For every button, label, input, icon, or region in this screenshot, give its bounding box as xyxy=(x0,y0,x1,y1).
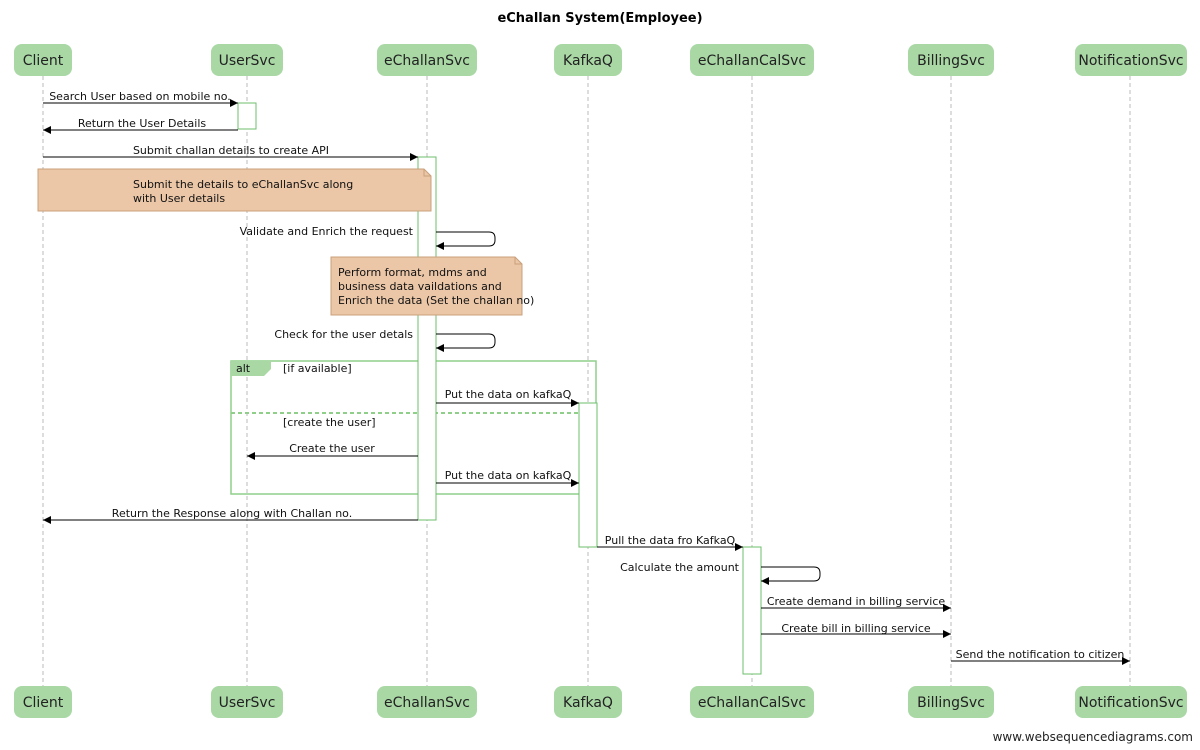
activation-echallansvc xyxy=(417,156,437,521)
message-label: Put the data on kafkaQ xyxy=(445,388,572,401)
activation-kafkaq xyxy=(578,402,598,548)
note-submit-details: Submit the details to eChallanSvc along … xyxy=(37,168,432,212)
note-validations: Perform format, mdms and business data v… xyxy=(330,256,534,316)
lifelines xyxy=(42,76,1131,686)
actor-box-client-bottom xyxy=(14,686,72,718)
actor-label-usersvc-bottom: UserSvc xyxy=(219,695,276,711)
message-labels: Search User based on mobile no. Return t… xyxy=(49,90,1124,661)
actor-label-usersvc: UserSvc xyxy=(219,53,276,69)
actor-box-notificationsvc-bottom xyxy=(1075,686,1187,718)
note-line: business data vaildations and xyxy=(338,280,502,293)
actor-box-usersvc xyxy=(211,44,283,76)
actor-box-echallancalsvc xyxy=(690,44,814,76)
actor-label-client-bottom: Client xyxy=(23,695,64,711)
activations xyxy=(237,102,762,675)
diagram-title: eChallan System(Employee) xyxy=(497,11,702,26)
message-label: Create bill in billing service xyxy=(781,622,931,635)
actor-box-billingsvc xyxy=(908,44,994,76)
message-label: Create the user xyxy=(289,442,375,455)
alt-frame: alt [if available] [create the user] xyxy=(230,360,597,495)
message-label: Check for the user detals xyxy=(274,328,413,341)
actor-box-billingsvc-bottom xyxy=(908,686,994,718)
actor-box-client xyxy=(14,44,72,76)
actor-label-echallancalsvc: eChallanCalSvc xyxy=(698,53,806,69)
activation-usersvc xyxy=(237,102,257,130)
actor-box-echallansvc-bottom xyxy=(377,686,477,718)
message-label: Put the data on kafkaQ xyxy=(445,469,572,482)
arrow-calculate-amount xyxy=(761,566,821,585)
alt-frame-tag-label: alt xyxy=(236,362,251,375)
note-line: Enrich the data (Set the challan no) xyxy=(338,294,534,307)
message-label: Pull the data fro KafkaQ xyxy=(605,534,736,547)
note-line: with User details xyxy=(133,192,225,205)
message-label: Submit challan details to create API xyxy=(133,144,329,157)
actor-box-echallansvc xyxy=(377,44,477,76)
actor-label-client: Client xyxy=(23,53,64,69)
message-label: Create demand in billing service xyxy=(767,595,946,608)
actors-top: Client UserSvc eChallanSvc KafkaQ eChall… xyxy=(14,44,1187,76)
message-label: Validate and Enrich the request xyxy=(240,225,414,238)
messages xyxy=(43,99,1130,665)
alt-frame-tag xyxy=(231,361,271,376)
note-line: Perform format, mdms and xyxy=(338,266,487,279)
actor-box-kafkaq-bottom xyxy=(554,686,622,718)
actor-label-echallancalsvc-bottom: eChallanCalSvc xyxy=(698,695,806,711)
actor-label-billingsvc-bottom: BillingSvc xyxy=(917,695,985,711)
actor-box-echallancalsvc-bottom xyxy=(690,686,814,718)
actor-label-notificationsvc-bottom: NotificationSvc xyxy=(1078,695,1183,711)
message-label: Calculate the amount xyxy=(620,561,740,574)
alt-condition-if-available: [if available] xyxy=(283,362,352,375)
actor-box-kafkaq xyxy=(554,44,622,76)
actor-label-kafkaq: KafkaQ xyxy=(563,53,613,69)
message-label: Return the User Details xyxy=(78,117,207,130)
actors-bottom: Client UserSvc eChallanSvc KafkaQ eChall… xyxy=(14,686,1187,718)
message-label: Search User based on mobile no. xyxy=(49,90,231,103)
note-line: Submit the details to eChallanSvc along xyxy=(133,178,353,191)
actor-label-notificationsvc: NotificationSvc xyxy=(1078,53,1183,69)
actor-label-echallansvc-bottom: eChallanSvc xyxy=(384,695,470,711)
actor-label-kafkaq-bottom: KafkaQ xyxy=(563,695,613,711)
message-label: Send the notification to citizen xyxy=(956,648,1125,661)
actor-box-notificationsvc xyxy=(1075,44,1187,76)
arrow-validate-enrich xyxy=(436,231,496,250)
actor-box-usersvc-bottom xyxy=(211,686,283,718)
alt-condition-create-user: [create the user] xyxy=(283,416,376,429)
message-label: Return the Response along with Challan n… xyxy=(112,507,352,520)
activation-echallancalsvc xyxy=(742,546,762,675)
actor-label-echallansvc: eChallanSvc xyxy=(384,53,470,69)
watermark[interactable]: www.websequencediagrams.com xyxy=(993,730,1193,744)
arrow-check-user xyxy=(436,333,496,352)
actor-label-billingsvc: BillingSvc xyxy=(917,53,985,69)
